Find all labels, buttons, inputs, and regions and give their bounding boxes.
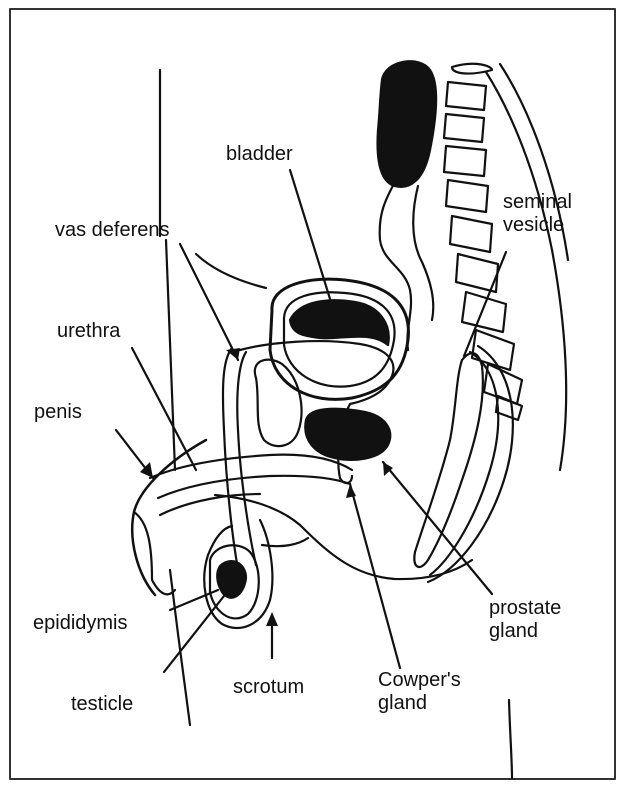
label-testicle: testicle [71, 693, 133, 716]
colon-tube-inner [413, 186, 433, 320]
epididymis-organ [217, 561, 246, 598]
rectal-wall [430, 352, 498, 575]
rectal-wall-outer [428, 346, 513, 582]
label-cowpers-gland: Cowper's gland [378, 669, 461, 715]
seminal-vesicle-organ [414, 353, 483, 567]
thigh-line-right [509, 700, 512, 778]
bladder-organ [270, 279, 408, 399]
label-vas-deferens: vas deferens [55, 219, 170, 242]
vas-deferens-loop-2 [237, 352, 256, 565]
abdomen-outline [196, 254, 266, 288]
label-scrotum: scrotum [233, 676, 304, 699]
label-seminal-vesicle: seminal vesicle [503, 191, 572, 237]
diagram-frame [10, 9, 615, 779]
penis-top [150, 455, 352, 478]
prostate-organ [305, 409, 390, 460]
spine [444, 64, 568, 470]
label-urethra: urethra [57, 320, 120, 343]
colon-blob [378, 61, 437, 187]
leader-arrowheads [140, 348, 393, 626]
pelvic-floor-outline [215, 495, 472, 579]
label-epididymis: epididymis [33, 612, 127, 635]
label-bladder: bladder [226, 143, 293, 166]
label-penis: penis [34, 401, 82, 424]
penis-glans [134, 512, 175, 594]
label-prostate-gland: prostate gland [489, 597, 561, 643]
